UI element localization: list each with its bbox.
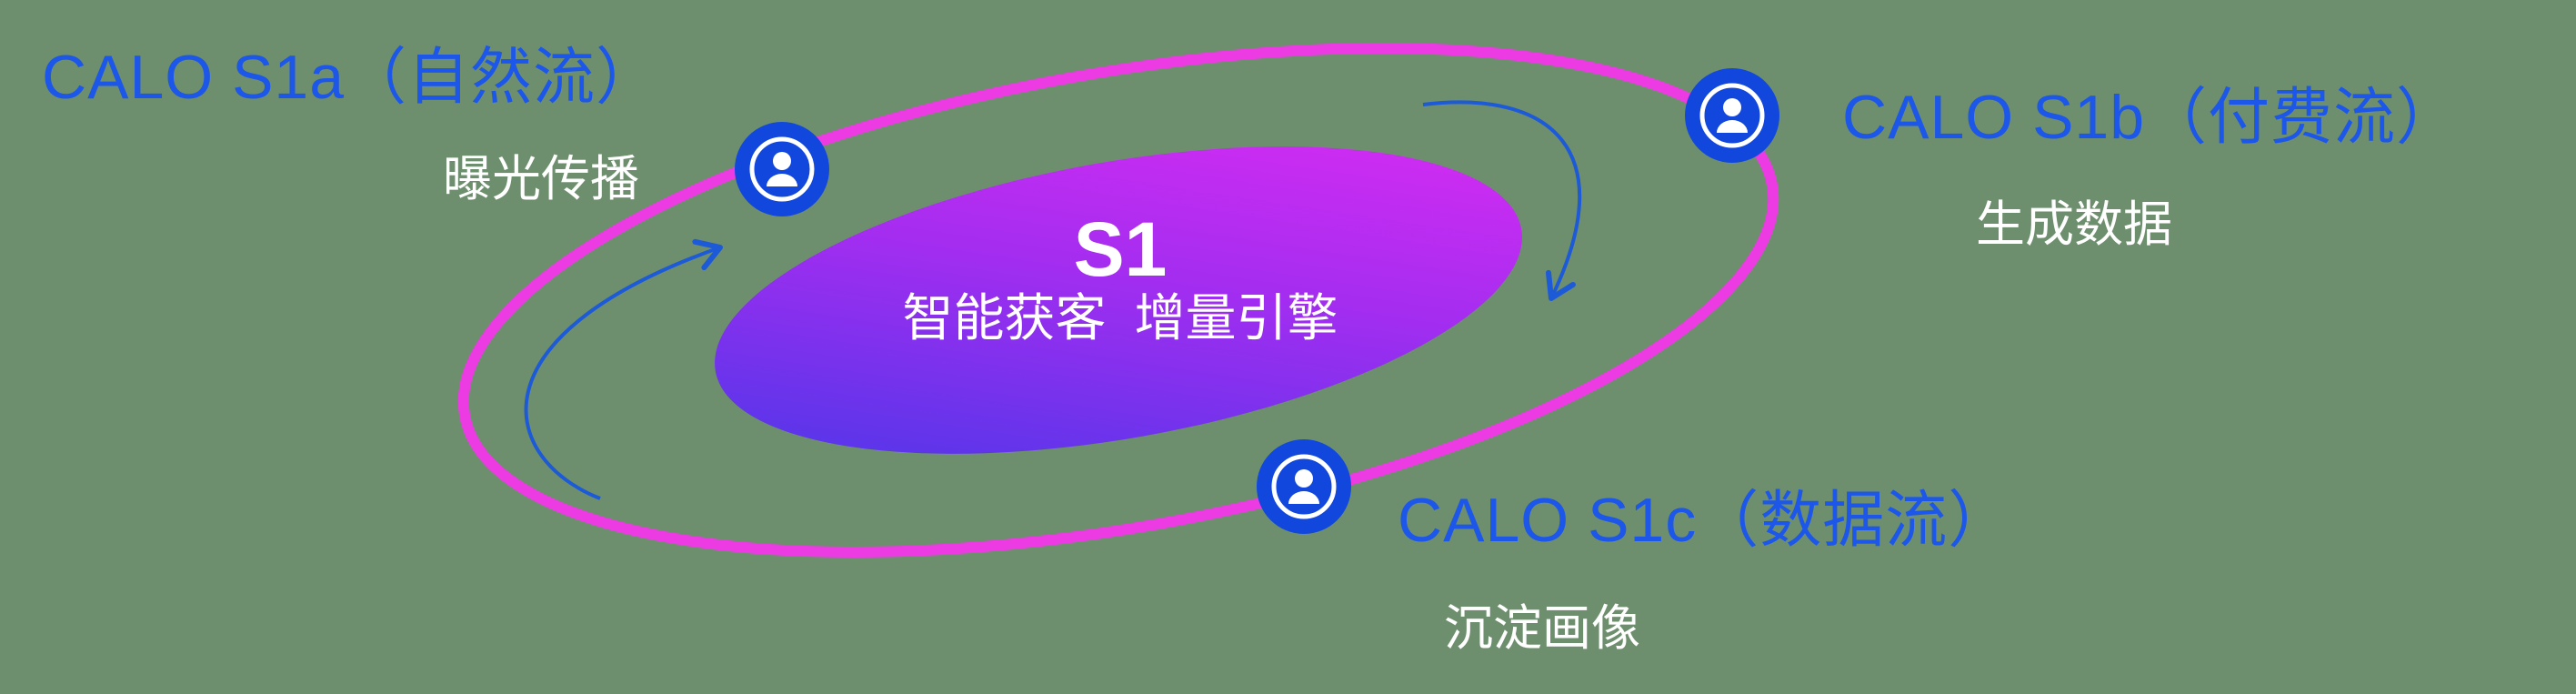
node-s1b [1685, 68, 1779, 163]
flow-arrow-right-icon [1422, 100, 1582, 301]
person-badge-icon [749, 136, 815, 202]
person-badge-icon [1699, 83, 1765, 148]
core-subtitle: 智能获客 增量引擎 [902, 289, 1338, 347]
node-s1a-subtitle: 曝光传播 [443, 152, 639, 206]
node-s1c-title: CALO S1c（数据流） [1398, 486, 2011, 555]
node-s1a [735, 122, 829, 216]
node-s1b-subtitle: 生成数据 [1976, 197, 2172, 252]
node-s1a-title: CALO S1a（自然流） [42, 43, 659, 112]
node-s1c-subtitle: 沉淀画像 [1444, 601, 1640, 656]
node-s1c [1257, 439, 1351, 534]
person-badge-icon [1271, 454, 1337, 519]
flow-arrow-left-icon [524, 238, 723, 500]
core-ellipse [715, 146, 1522, 454]
core-title: S1 [1073, 206, 1168, 292]
node-s1b-title: CALO S1b（付费流） [1842, 83, 2460, 152]
orbit-ring [457, 43, 1779, 558]
